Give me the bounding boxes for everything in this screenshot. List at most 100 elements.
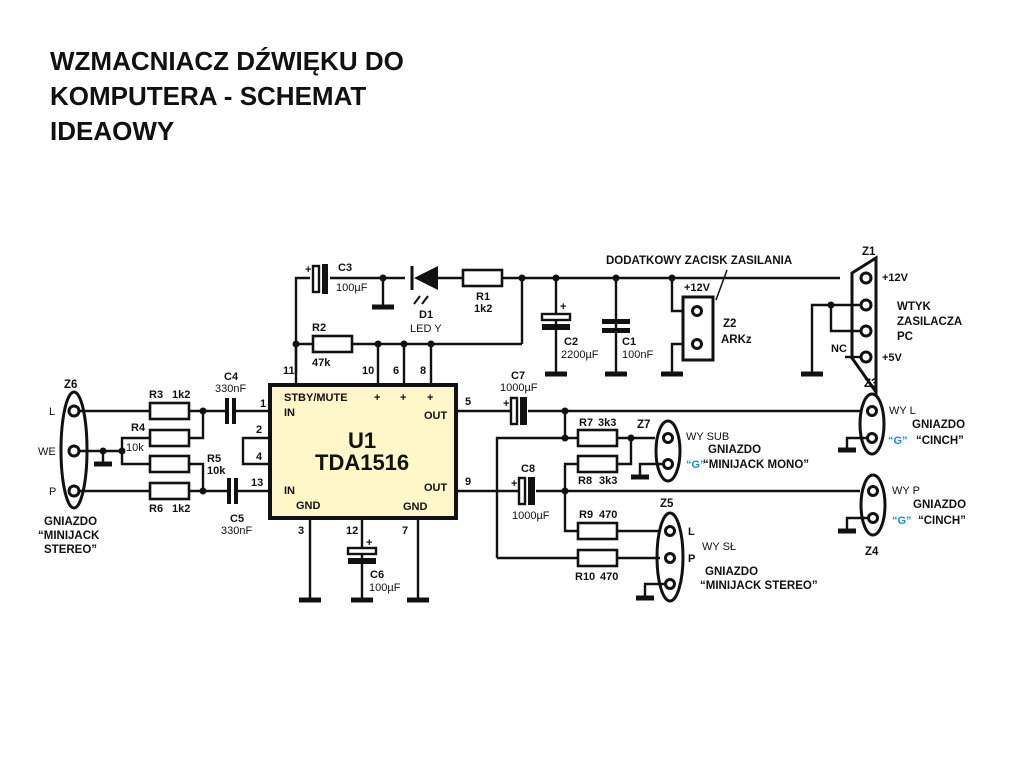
pin-13: 13 bbox=[251, 477, 263, 489]
pin-9: 9 bbox=[465, 476, 471, 488]
z1-desc-1: WTYK bbox=[897, 301, 932, 313]
c6-value: 100µF bbox=[369, 582, 401, 594]
r5-value: 10k bbox=[207, 465, 226, 477]
c7-ref: C7 bbox=[511, 370, 525, 382]
r1-value: 1k2 bbox=[474, 303, 492, 315]
extra-power-label: DODATKOWY ZACISK ZASILANIA bbox=[606, 255, 792, 267]
r8-ref: R8 bbox=[578, 475, 592, 487]
z6-pin-l: L bbox=[49, 406, 55, 418]
c1-ref: C1 bbox=[622, 336, 636, 348]
output-wiring bbox=[456, 407, 860, 560]
c5-ref: C5 bbox=[230, 513, 244, 525]
z6-pin-we: WE bbox=[38, 446, 56, 458]
junction bbox=[518, 274, 526, 282]
c3-value: 100µF bbox=[336, 282, 368, 294]
d1-ref: D1 bbox=[419, 309, 433, 321]
r4-ref: R4 bbox=[131, 422, 146, 434]
c3-ref: C3 bbox=[338, 262, 352, 274]
resistor-r7: R7 3k3 bbox=[576, 417, 619, 448]
r9-value: 470 bbox=[599, 509, 617, 521]
svg-text:+: + bbox=[400, 392, 406, 404]
r3-ref: R3 bbox=[149, 389, 163, 401]
ic-bottom-pins: 3 12 7 + C6 100µF bbox=[298, 518, 429, 603]
z2-value: ARKz bbox=[721, 334, 752, 346]
resistor-r1: R1 1k2 bbox=[461, 268, 504, 315]
r6-value: 1k2 bbox=[172, 503, 190, 515]
pin-12: 12 bbox=[346, 525, 358, 537]
svg-text:+: + bbox=[503, 398, 509, 410]
c1-value: 100nF bbox=[622, 349, 653, 361]
z4-ref: Z4 bbox=[865, 546, 879, 558]
ic-out-top: OUT bbox=[424, 410, 448, 422]
input-wiring bbox=[79, 407, 270, 495]
z7-ref: Z7 bbox=[637, 419, 650, 431]
resistor-r9: R9 470 bbox=[576, 509, 619, 541]
r9-ref: R9 bbox=[579, 509, 593, 521]
r1-ref: R1 bbox=[476, 291, 490, 303]
z5-ref: Z5 bbox=[660, 498, 674, 510]
svg-text:+: + bbox=[427, 392, 433, 404]
capacitor-c7: + C7 1000µF bbox=[500, 370, 538, 426]
ic-out-bottom: OUT bbox=[424, 482, 448, 494]
z4-out: WY P bbox=[892, 485, 920, 497]
r5-ref: R5 bbox=[207, 453, 221, 465]
ic-gnd-right: GND bbox=[403, 501, 428, 513]
z2-voltage: +12V bbox=[684, 282, 711, 294]
resistor-r5: R5 10k bbox=[148, 453, 226, 477]
connector-z1: Z1 +12V +5V NC WTYK ZASILACZA PC bbox=[801, 246, 962, 397]
capacitor-c3: + C3 100µF bbox=[305, 262, 368, 294]
pin-8: 8 bbox=[420, 365, 426, 377]
z1-5v: +5V bbox=[882, 352, 903, 364]
z7-desc-1: GNIAZDO bbox=[708, 444, 761, 456]
svg-text:+: + bbox=[374, 392, 380, 404]
c2-ref: C2 bbox=[564, 336, 578, 348]
z5-pin-l: L bbox=[688, 526, 695, 538]
pin-11: 11 bbox=[283, 365, 295, 377]
resistor-r10: R10 470 bbox=[575, 548, 618, 583]
svg-text:+: + bbox=[560, 301, 566, 313]
capacitor-c5: C5 330nF bbox=[221, 478, 252, 537]
z1-nc: NC bbox=[831, 343, 847, 355]
z1-desc-3: PC bbox=[897, 331, 913, 343]
z5-out: WY SŁ bbox=[702, 541, 736, 553]
c6-ref: C6 bbox=[370, 569, 384, 581]
title-line-2: KOMPUTERA - SCHEMAT bbox=[50, 81, 367, 111]
ic-part: TDA1516 bbox=[315, 450, 409, 475]
z6-desc-3: STEREO” bbox=[44, 544, 97, 556]
z4-desc-2: “CINCH” bbox=[918, 515, 966, 527]
c8-ref: C8 bbox=[521, 463, 535, 475]
z3-desc-2: “CINCH” bbox=[916, 435, 964, 447]
z6-desc-2: “MINIJACK bbox=[38, 530, 100, 542]
z7-desc-2: “MINIJACK MONO” bbox=[703, 459, 809, 471]
capacitor-c4: C4 330nF bbox=[215, 371, 246, 424]
title-line-1: WZMACNIACZ DŹWIĘKU DO bbox=[50, 46, 404, 76]
c4-value: 330nF bbox=[215, 383, 246, 395]
ic-stby-mute: STBY/MUTE bbox=[284, 392, 348, 404]
z5-desc-1: GNIAZDO bbox=[705, 566, 758, 578]
z1-12v: +12V bbox=[882, 272, 909, 284]
connector-z7: Z7 WY SUB GNIAZDO “G” “MINIJACK MONO” bbox=[631, 419, 809, 483]
resistor-r4: R4 10k bbox=[126, 422, 191, 454]
ic-ref: U1 bbox=[348, 428, 376, 453]
z3-ref: Z3 bbox=[864, 378, 877, 390]
svg-text:+: + bbox=[305, 264, 311, 276]
z7-out: WY SUB bbox=[686, 431, 729, 443]
resistor-r3: R3 1k2 bbox=[148, 389, 190, 421]
z3-desc-1: GNIAZDO bbox=[912, 419, 965, 431]
r4-value: 10k bbox=[126, 442, 144, 454]
z5-desc-2: “MINIJACK STEREO” bbox=[700, 580, 818, 592]
resistor-r8: R8 3k3 bbox=[576, 454, 619, 487]
z2-ref: Z2 bbox=[723, 318, 736, 330]
pin-2: 2 bbox=[256, 424, 262, 436]
resistor-r6: R6 1k2 bbox=[148, 481, 190, 515]
connector-z4: Z4 WY P GNIAZDO “G” “CINCH” bbox=[838, 473, 966, 558]
capacitor-c8: + C8 1000µF bbox=[511, 463, 550, 522]
r8-value: 3k3 bbox=[599, 475, 617, 487]
pin-10: 10 bbox=[362, 365, 374, 377]
z1-desc-2: ZASILACZA bbox=[897, 316, 962, 328]
ic-in-bottom: IN bbox=[284, 485, 295, 497]
resistor-r2: R2 47k bbox=[311, 322, 354, 369]
c2-value: 2200µF bbox=[561, 349, 599, 361]
ic-in-top: IN bbox=[284, 407, 295, 419]
connector-z3: Z3 WY L GNIAZDO “G” “CINCH” bbox=[838, 378, 965, 456]
